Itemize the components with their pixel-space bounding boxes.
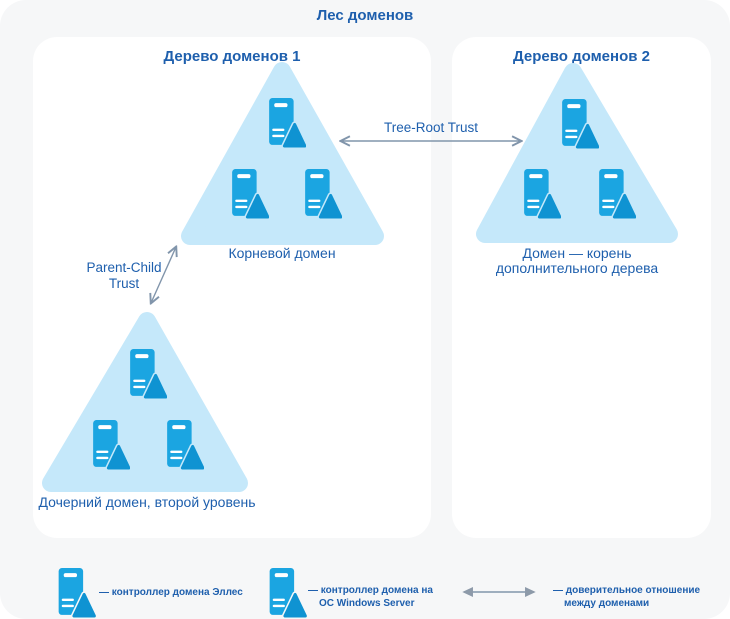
second-tree-root-label: Домен — корень дополнительного дерева <box>495 245 659 276</box>
parent-child-trust-arrow <box>151 247 176 303</box>
tree-2-title: Дерево доменов 2 <box>513 48 650 65</box>
child-domain-label: Дочерний домен, второй уровень <box>38 494 256 510</box>
tree-root-trust-label: Tree-Root Trust <box>383 120 479 135</box>
parent-child-trust-label: Parent-Child Trust <box>86 260 162 291</box>
server-icon <box>270 568 306 616</box>
legend-item-trust-relation: — доверительное отношение между доменами <box>553 585 701 609</box>
child-domain-triangle <box>42 312 248 492</box>
second-tree-root-triangle <box>476 63 678 243</box>
root-domain-triangle <box>181 62 384 245</box>
tree-1-title: Дерево доменов 1 <box>163 48 301 65</box>
forest-title: Лес доменов <box>316 7 414 24</box>
root-domain-label: Корневой домен <box>228 245 336 261</box>
legend-item-windows-controller: — контроллер домена на ОС Windows Server <box>308 585 433 609</box>
tree-2-card: Дерево доменов 2 <box>452 37 711 538</box>
server-icon <box>59 568 95 616</box>
legend-item-domain-controller: — контроллер домена Эллес <box>99 587 243 598</box>
